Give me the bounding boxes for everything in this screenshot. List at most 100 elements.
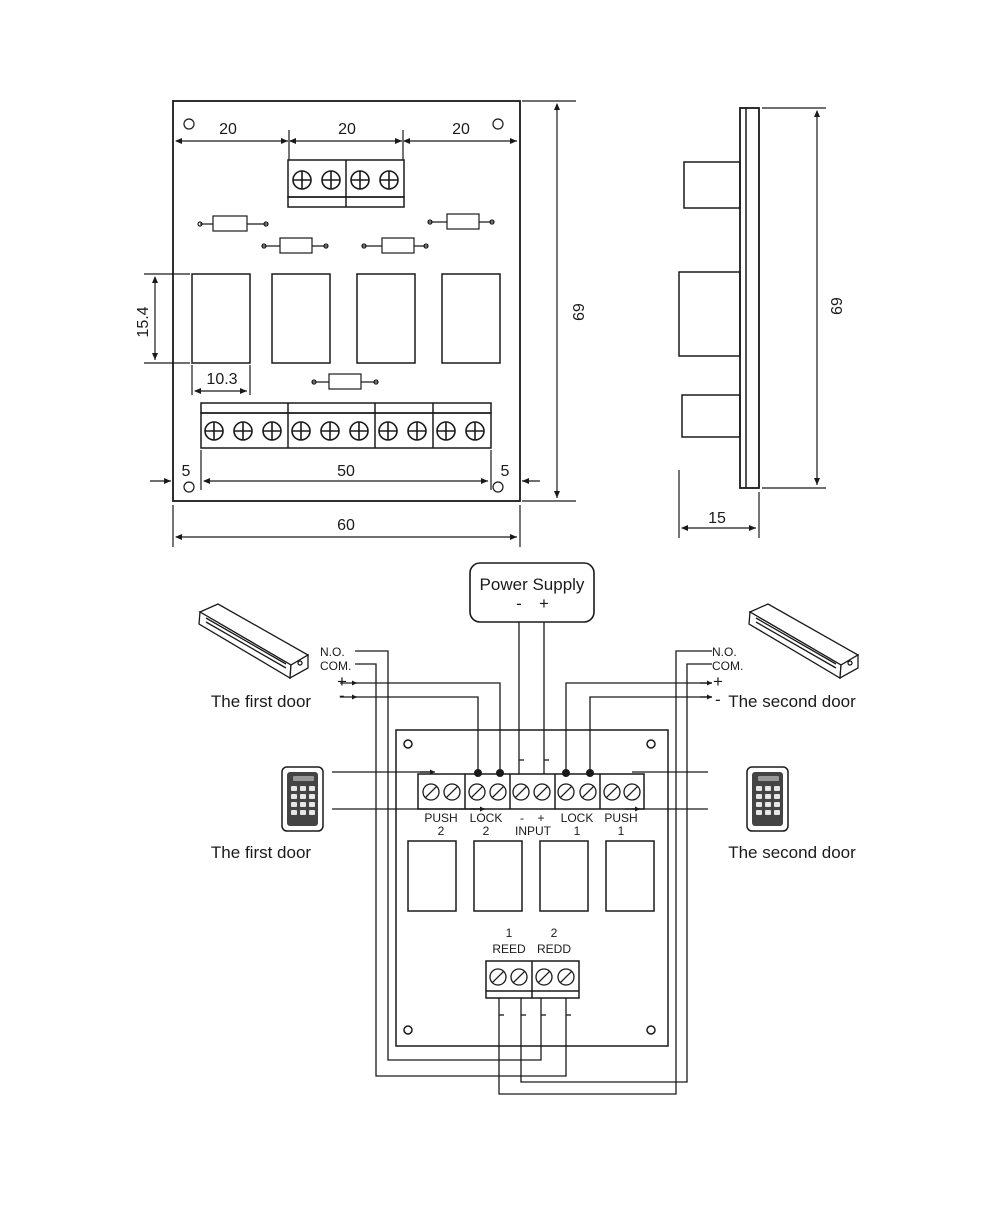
screw-row [422, 783, 641, 986]
wire-label: + [713, 672, 723, 691]
relay [539, 840, 589, 912]
terminal-label: 2 [438, 824, 445, 838]
reed-label: 1 [506, 926, 513, 940]
dim-label: 15 [708, 510, 726, 527]
wiring-board [395, 729, 669, 1047]
keypad-key [309, 802, 315, 807]
wire-label: N.O. [712, 645, 737, 659]
screw-icon [533, 783, 551, 801]
screw-icon [378, 421, 398, 441]
screw-icon [468, 783, 486, 801]
door-caption: The second door [728, 843, 856, 862]
keypad-key [774, 786, 780, 791]
mount-hole [492, 118, 504, 130]
screw-icon [204, 421, 224, 441]
terminal-label: + [537, 811, 544, 825]
screw-icon [489, 783, 507, 801]
screw-row [204, 170, 485, 441]
wire-label: - [715, 690, 721, 709]
dim-label: 20 [219, 121, 237, 138]
screw-icon [407, 421, 427, 441]
keypad-key [300, 810, 306, 815]
terminal-label: 1 [574, 824, 581, 838]
power-supply-title: Power Supply [480, 575, 585, 594]
screw-icon [557, 783, 575, 801]
dim-label: 20 [338, 121, 356, 138]
mount-hole [183, 481, 195, 493]
screw-icon [489, 968, 507, 986]
terminal-label: 1 [618, 824, 625, 838]
terminal-label: - [520, 811, 524, 825]
keypad-icon [281, 766, 324, 832]
power-supply [469, 562, 595, 623]
relay [473, 840, 523, 912]
resistor [311, 373, 379, 390]
screw-icon [350, 170, 370, 190]
door-caption: The second door [728, 692, 856, 711]
keypad-key [300, 794, 306, 799]
keypad-key [765, 786, 771, 791]
screw-icon [436, 421, 456, 441]
relay [441, 273, 501, 364]
keypad-key [291, 794, 297, 799]
screw-icon [443, 783, 461, 801]
keypad-key [291, 810, 297, 815]
keypad-key [756, 794, 762, 799]
keypad-key [774, 794, 780, 799]
dim-label: 69 [569, 303, 586, 321]
screw-icon [510, 968, 528, 986]
relay [271, 273, 331, 364]
dim-label: 50 [337, 463, 355, 480]
keypad-key [309, 786, 315, 791]
magnetic-lock-icon [198, 603, 310, 680]
wire-label: N.O. [320, 645, 345, 659]
keypad-display [293, 776, 314, 781]
reed-label: REED [492, 942, 526, 956]
side-view-drawing [678, 107, 826, 538]
screw-icon [320, 421, 340, 441]
screw-icon [557, 968, 575, 986]
screw-icon [292, 170, 312, 190]
board-outline [172, 100, 521, 502]
terminal-label: PUSH [604, 811, 637, 825]
top-view-drawing [144, 100, 576, 547]
screw-icon [349, 421, 369, 441]
relay [605, 840, 655, 912]
keypad-key [309, 794, 315, 799]
wire-label: + [337, 672, 347, 691]
resistor [361, 237, 429, 254]
keypad-icon [746, 766, 789, 832]
terminal-label: LOCK [470, 811, 503, 825]
reed-label: REDD [537, 942, 571, 956]
relay [407, 840, 457, 912]
wire-label: COM. [712, 659, 743, 673]
terminal-label: PUSH [424, 811, 457, 825]
keypad-key [765, 802, 771, 807]
screw-icon [465, 421, 485, 441]
dim-label: 69 [827, 297, 844, 315]
resistor [427, 213, 495, 230]
keypad-key [300, 802, 306, 807]
mount-hole [183, 118, 195, 130]
screw-icon [535, 968, 553, 986]
keypad-key [756, 786, 762, 791]
keypad-key [291, 786, 297, 791]
terminal-label: LOCK [561, 811, 594, 825]
screw-icon [623, 783, 641, 801]
bottom-terminal-block [200, 402, 492, 414]
dim-label: 15.4 [135, 306, 152, 337]
mount-hole [492, 481, 504, 493]
terminal-label: 2 [483, 824, 490, 838]
dim-label: 5 [182, 463, 191, 480]
screw-icon [422, 783, 440, 801]
keypad-key [765, 794, 771, 799]
relay [191, 273, 251, 364]
dim-label: 60 [337, 517, 355, 534]
screw-icon [233, 421, 253, 441]
dim-label: 5 [501, 463, 510, 480]
magnetic-lock-icon [748, 603, 860, 680]
keypad-key [291, 802, 297, 807]
junction-dots [474, 769, 594, 777]
